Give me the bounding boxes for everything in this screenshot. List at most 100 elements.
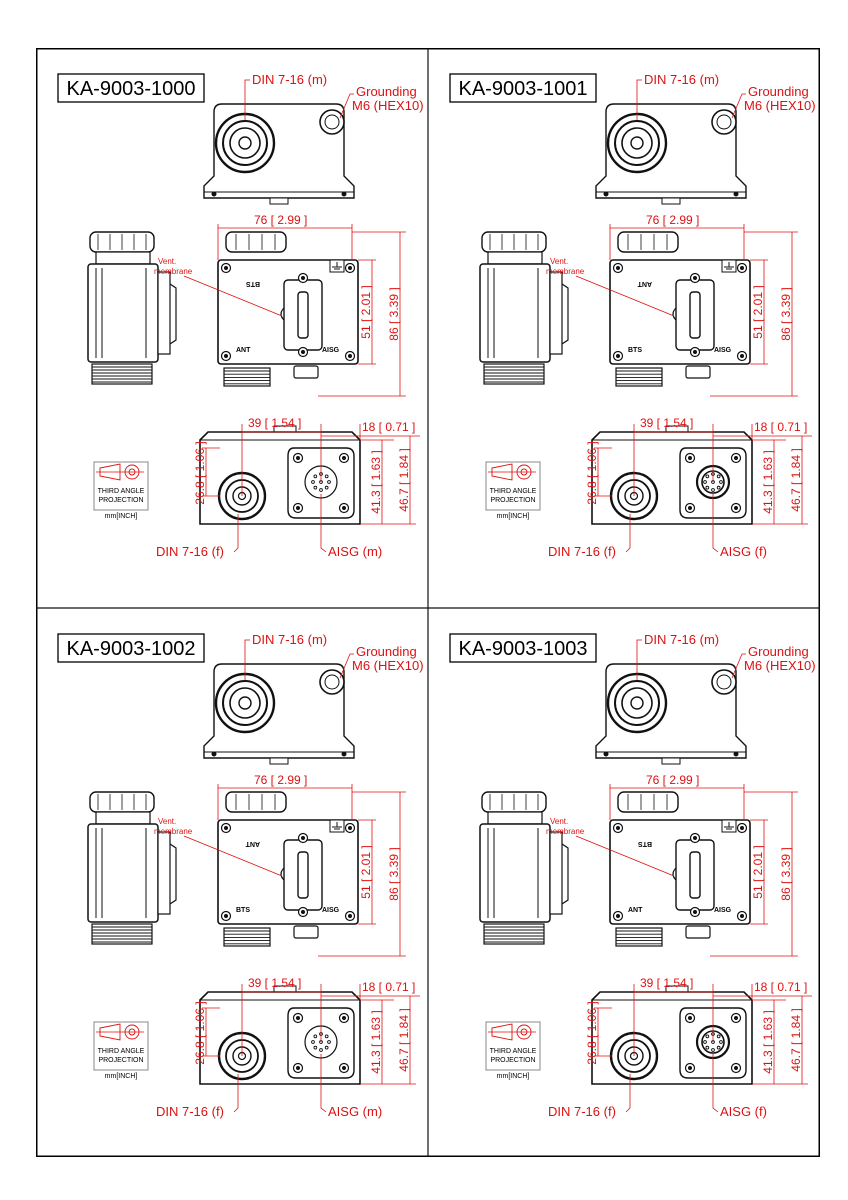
din-connector-icon	[606, 112, 668, 174]
projection-cone-icon	[99, 463, 121, 481]
din-ring	[614, 120, 660, 166]
top-mount-hole	[733, 191, 739, 197]
aisg-pin	[313, 1034, 318, 1039]
aisg-pin	[716, 1045, 721, 1050]
din-top-callout: DIN 7-16 (m)	[644, 72, 719, 87]
din-ring	[614, 680, 660, 726]
aisg-stub	[293, 365, 319, 379]
aisg-pin	[716, 474, 721, 479]
screw-center	[224, 914, 228, 918]
side-cover	[549, 271, 563, 355]
projection-cone-icon	[99, 1023, 121, 1041]
top-vent-tab	[269, 757, 289, 765]
din-top-leader	[244, 79, 250, 120]
grounding-callout-line1: Grounding	[356, 644, 417, 659]
side-neck	[487, 251, 543, 265]
dim-width: 76 [ 2.99 ]	[646, 213, 699, 227]
side-view	[87, 231, 177, 385]
dim-bottom-height: 46.7 [ 1.84 ]	[789, 448, 803, 511]
side-neck	[487, 811, 543, 825]
din-top-callout: DIN 7-16 (m)	[644, 632, 719, 647]
din-ring-inner	[621, 687, 653, 719]
din-bottom-callout: DIN 7-16 (f)	[156, 1104, 224, 1119]
screw-center	[740, 266, 744, 270]
front-nut	[617, 791, 679, 813]
din-bottom-leader	[233, 1074, 239, 1113]
aisg-pin	[319, 488, 323, 492]
vent-callout-line1: Vent.	[158, 817, 176, 826]
vent-callout-line1: Vent.	[550, 257, 568, 266]
screw-center	[348, 266, 352, 270]
dim-body-height: 51 [ 2.01 ]	[359, 845, 373, 898]
vent-callout-line2: membrane	[154, 827, 193, 836]
side-cover-edge	[169, 283, 177, 345]
port-label-lower-left: BTS	[628, 347, 642, 354]
screw-center	[342, 506, 346, 510]
screw-center	[740, 826, 744, 830]
din-ring	[222, 680, 268, 726]
port-label-upper: ANT	[637, 280, 652, 287]
top-vent-tab	[661, 197, 681, 205]
din-top-leader	[244, 639, 250, 680]
vent-bulge	[280, 867, 285, 881]
grounding-stud-inner	[324, 114, 340, 130]
side-body	[87, 263, 159, 363]
din-top-leader	[636, 79, 642, 120]
screw-center	[342, 1066, 346, 1070]
screw-center	[740, 914, 744, 918]
screw-center	[693, 350, 697, 354]
din-connector-icon	[214, 112, 276, 174]
aisg-pin	[719, 480, 723, 484]
aisg-pin	[327, 480, 331, 484]
dim-din-offset: 39 [ 1.54 ]	[640, 416, 693, 430]
screw-center	[348, 826, 352, 830]
din-connector-icon	[606, 672, 668, 734]
dim-din-height: 26.8 [ 1.06 ]	[585, 1001, 599, 1064]
screw-center	[348, 354, 352, 358]
top-view	[203, 103, 355, 205]
top-mount-hole	[341, 751, 347, 757]
aisg-pin	[705, 474, 710, 479]
vent-slot	[297, 851, 309, 899]
din-ring-inner	[229, 127, 261, 159]
din-bottom-leader	[625, 514, 631, 553]
aisg-leader	[320, 1054, 327, 1113]
aisg-pin	[324, 1045, 329, 1050]
grounding-stud-inner	[324, 674, 340, 690]
aisg-callout: AISG (m)	[328, 1104, 382, 1119]
aisg-pin	[703, 1040, 707, 1044]
top-mount-hole	[733, 751, 739, 757]
aisg-pin	[716, 485, 721, 490]
din-ring	[222, 120, 268, 166]
dim-body-height: 51 [ 2.01 ]	[359, 285, 373, 338]
side-neck	[95, 811, 151, 825]
aisg-pin	[711, 488, 715, 492]
aisg-pin	[311, 1040, 315, 1044]
aisg-pin	[719, 1040, 723, 1044]
grounding-leader	[339, 93, 354, 119]
screw-center	[224, 266, 228, 270]
top-mount-hole	[341, 191, 347, 197]
side-cover	[157, 831, 171, 915]
dim-din-height: 26.8 [ 1.06 ]	[193, 1001, 207, 1064]
vent-callout-line2: membrane	[154, 267, 193, 276]
aisg-stub	[293, 925, 319, 939]
din-connector-icon	[214, 672, 276, 734]
bottom-view	[591, 985, 753, 1085]
aisg-pin	[324, 1034, 329, 1039]
screw-center	[301, 836, 305, 840]
screw-center	[616, 826, 620, 830]
aisg-pin	[313, 485, 318, 490]
screw-center	[301, 276, 305, 280]
screw-center	[688, 506, 692, 510]
din-top-callout: DIN 7-16 (m)	[252, 632, 327, 647]
top-mount-hole	[211, 191, 217, 197]
grounding-stud-icon	[711, 669, 737, 695]
